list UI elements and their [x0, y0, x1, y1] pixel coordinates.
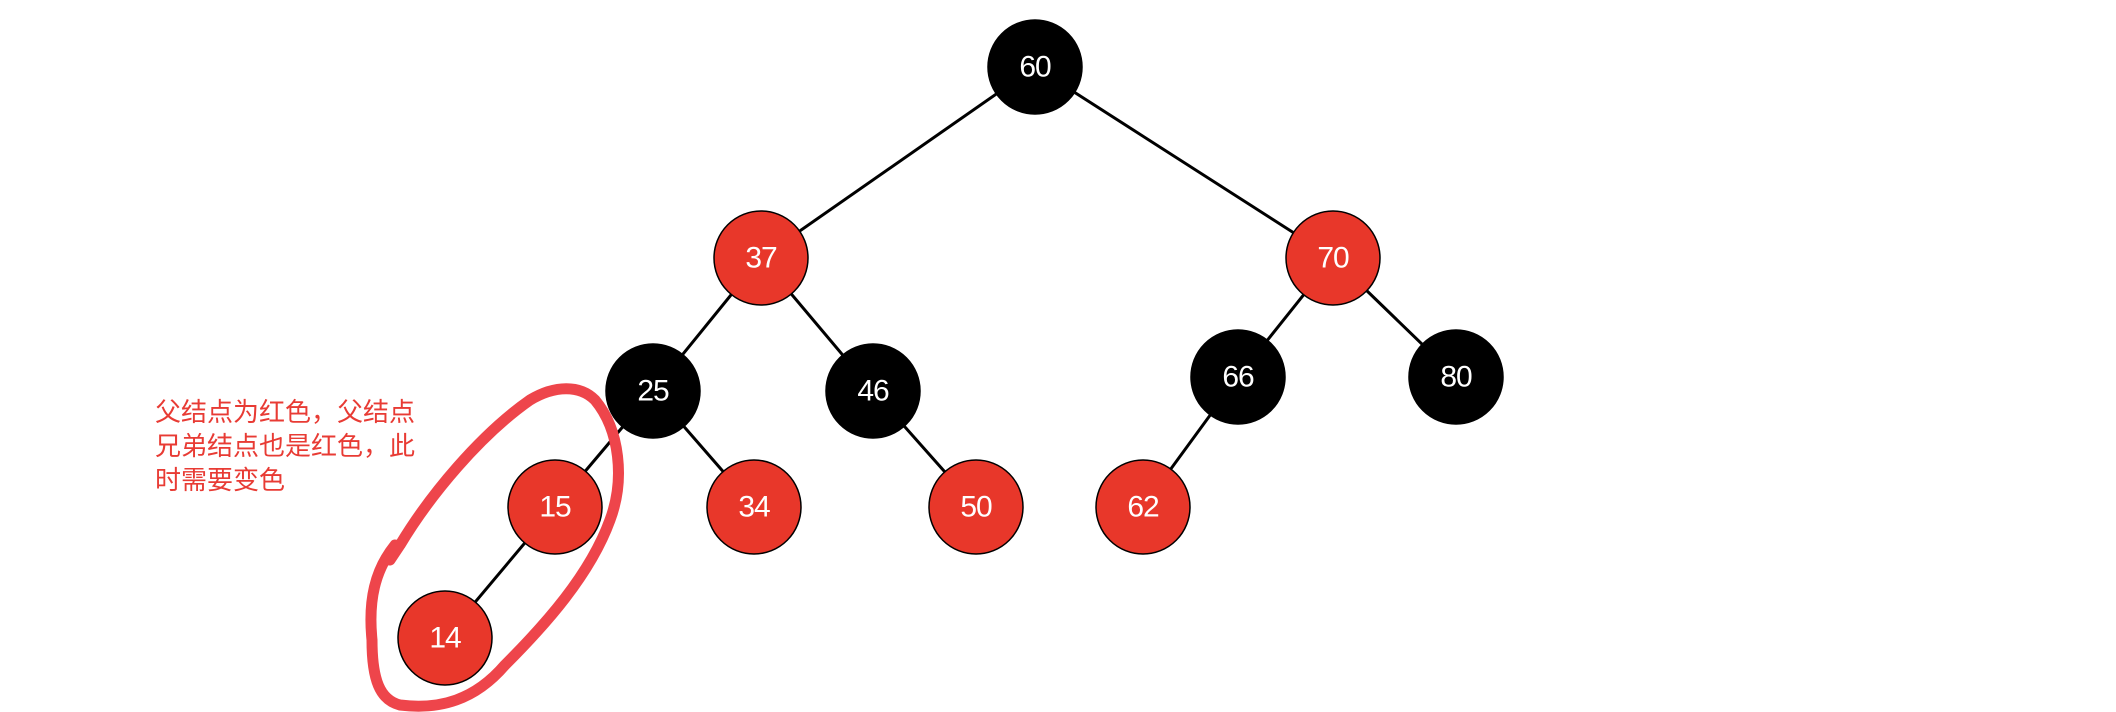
annotation-note: 父结点为红色，父结点 兄弟结点也是红色，此 时需要变色 [155, 396, 455, 498]
node-label-62: 62 [1127, 491, 1159, 524]
node-circle-34 [706, 459, 802, 555]
edge-60-37 [760, 65, 1036, 260]
edge-60-70 [1034, 65, 1334, 260]
node-label-60: 60 [1019, 51, 1051, 84]
node-label-50: 50 [960, 491, 992, 524]
tree-node-80: 80 [1408, 329, 1504, 425]
annotation-line-2: 兄弟结点也是红色，此 [155, 432, 416, 462]
node-label-34: 34 [738, 491, 770, 524]
node-circle-80 [1408, 329, 1504, 425]
tree-node-60: 60 [987, 19, 1083, 115]
node-circle-50 [928, 459, 1024, 555]
node-circle-66 [1190, 329, 1286, 425]
highlight-circle-annotation [365, 383, 624, 712]
tree-nodes: 60 37 70 25 46 66 80 15 34 50 62 14 [397, 19, 1504, 686]
node-label-25: 25 [637, 375, 669, 408]
node-circle-70 [1285, 210, 1381, 306]
node-circle-37 [713, 210, 809, 306]
tree-node-25: 25 [605, 343, 701, 439]
tree-node-66: 66 [1190, 329, 1286, 425]
annotation-line-1: 父结点为红色，父结点 [155, 398, 416, 428]
tree-node-34: 34 [706, 459, 802, 555]
node-circle-60 [987, 19, 1083, 115]
node-label-66: 66 [1222, 361, 1254, 394]
node-label-46: 46 [857, 375, 889, 408]
tree-node-15: 15 [507, 459, 603, 555]
node-label-15: 15 [539, 491, 571, 524]
node-circle-46 [825, 343, 921, 439]
tree-node-14: 14 [397, 590, 493, 686]
node-circle-62 [1095, 459, 1191, 555]
tree-node-50: 50 [928, 459, 1024, 555]
node-label-14: 14 [429, 622, 461, 655]
tree-node-62: 62 [1095, 459, 1191, 555]
node-circle-15 [507, 459, 603, 555]
node-label-37: 37 [745, 242, 777, 275]
tree-node-37: 37 [713, 210, 809, 306]
annotation-line-3: 时需要变色 [155, 466, 286, 496]
node-label-80: 80 [1440, 361, 1472, 394]
node-label-70: 70 [1317, 242, 1349, 275]
tree-node-46: 46 [825, 343, 921, 439]
node-circle-14 [397, 590, 493, 686]
node-circle-25 [605, 343, 701, 439]
tree-node-70: 70 [1285, 210, 1381, 306]
